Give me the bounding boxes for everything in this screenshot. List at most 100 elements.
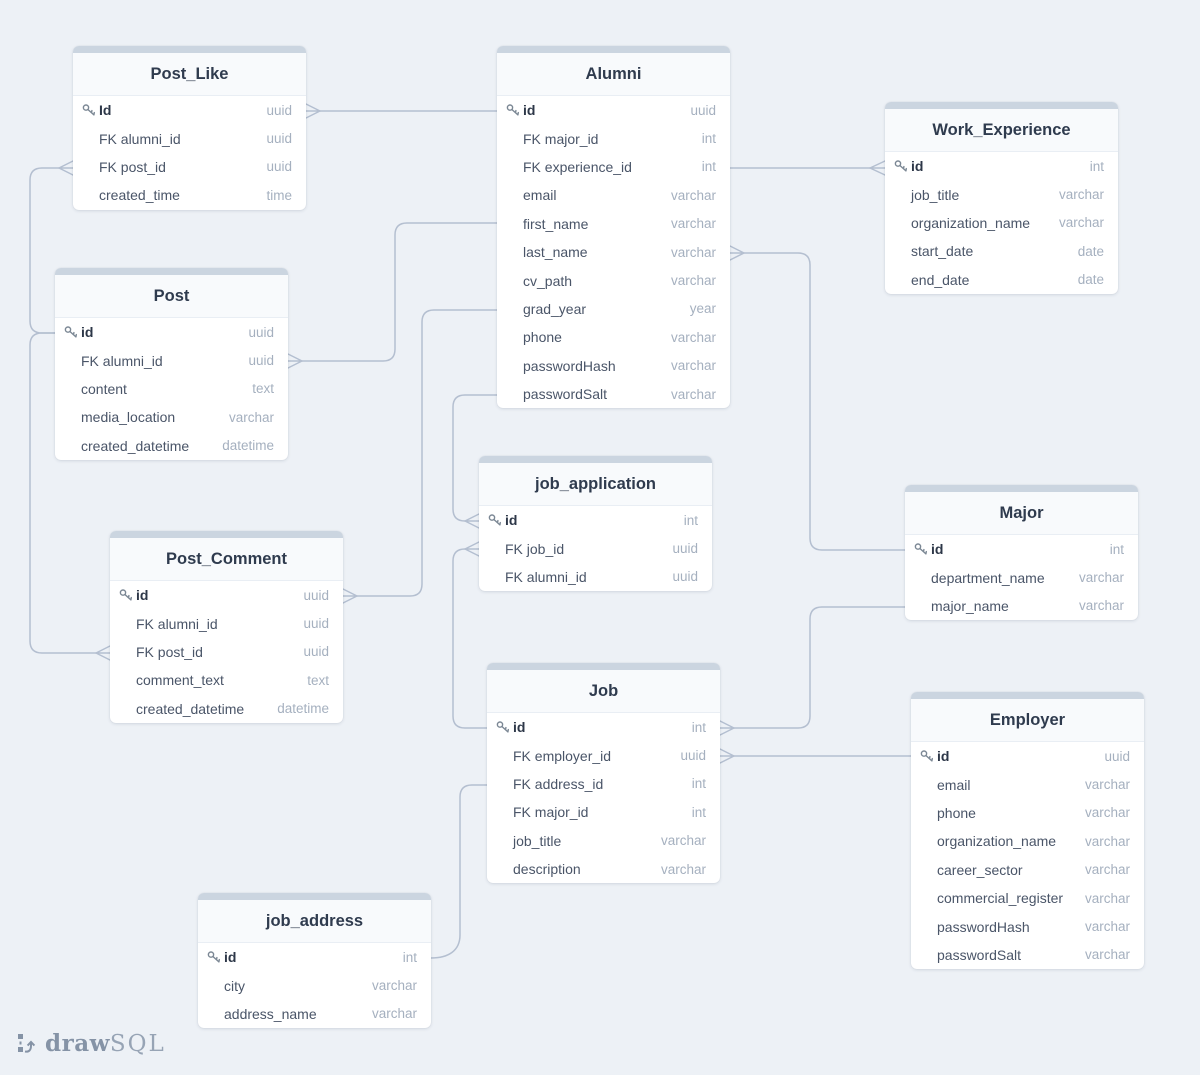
table-card-top-strip: [905, 485, 1138, 492]
primary-key-icon: [488, 514, 501, 526]
field-name: start_date: [911, 243, 974, 260]
field-name: id: [931, 541, 944, 558]
field-type: uuid: [266, 102, 292, 118]
relationship-line-post_id-post_comment_post_id: [29, 332, 97, 654]
field-name: FK post_id: [136, 643, 203, 660]
field-name: email: [523, 187, 557, 204]
field-type: varchar: [1084, 805, 1130, 821]
field-name: organization_name: [911, 214, 1031, 231]
field-type: uuid: [690, 102, 716, 118]
crow-foot-post_alumni_id-alumni: [287, 353, 303, 369]
primary-key-icon: [82, 104, 95, 116]
field-type: datetime: [277, 701, 329, 717]
field-type: varchar: [371, 978, 417, 994]
field-name: job_title: [513, 832, 562, 849]
crow-foot-job_application_id-alumni: [464, 513, 480, 529]
field-row-alumni-cv_path: cv_path varchar: [497, 266, 730, 294]
field-name: department_name: [931, 569, 1045, 586]
field-row-job_address-city: city varchar: [198, 971, 431, 999]
primary-key-icon: [119, 589, 132, 601]
field-type: int: [402, 949, 417, 965]
field-name: city: [224, 977, 245, 994]
field-name: FK alumni_id: [505, 568, 587, 585]
field-type: varchar: [670, 273, 716, 289]
primary-key-icon: [920, 750, 933, 762]
logo-text-sql: SQL: [109, 1031, 166, 1057]
field-name: created_datetime: [81, 437, 190, 454]
table-title-post_like: Post_Like: [73, 53, 306, 96]
crow-foot-alumni_major_id-major_id: [729, 245, 745, 261]
crow-foot-job_employer_id-employer_id: [719, 748, 735, 764]
field-name: Id: [99, 102, 112, 119]
field-type: varchar: [660, 833, 706, 849]
field-type: int: [683, 512, 698, 528]
field-type: varchar: [1084, 890, 1130, 906]
field-name: content: [81, 380, 127, 397]
field-name: first_name: [523, 215, 589, 232]
table-title-work_experience: Work_Experience: [885, 109, 1118, 152]
field-type: uuid: [680, 748, 706, 764]
field-name: phone: [937, 804, 976, 821]
field-name: FK alumni_id: [81, 352, 163, 369]
field-name: FK major_id: [523, 130, 599, 147]
drawsql-logo: drawSQL: [16, 1030, 166, 1057]
field-row-job-job_title: job_title varchar: [487, 827, 720, 855]
table-card-top-strip: [487, 663, 720, 670]
field-name: passwordHash: [523, 357, 616, 374]
field-name: FK address_id: [513, 775, 604, 792]
logo-text-draw: draw: [45, 1030, 110, 1057]
field-type: uuid: [266, 131, 292, 147]
field-name: cv_path: [523, 272, 573, 289]
field-name: passwordHash: [937, 918, 1030, 935]
field-name: created_datetime: [136, 700, 245, 717]
field-name: commercial_register: [937, 890, 1064, 907]
field-name: FK job_id: [505, 540, 565, 557]
primary-key-icon: [64, 326, 77, 338]
field-row-post_comment-created_datetime: created_datetime datetime: [110, 695, 343, 723]
relationship-line-job_application_job_id-job_id: [452, 548, 488, 729]
field-type: varchar: [660, 861, 706, 877]
field-type: text: [252, 381, 274, 397]
crow-foot-post_like_id-alumni_id: [305, 103, 321, 119]
table-title-post_comment: Post_Comment: [110, 538, 343, 581]
field-name: id: [911, 158, 924, 175]
relationship-line-post_alumni_id-alumni: [301, 222, 498, 362]
